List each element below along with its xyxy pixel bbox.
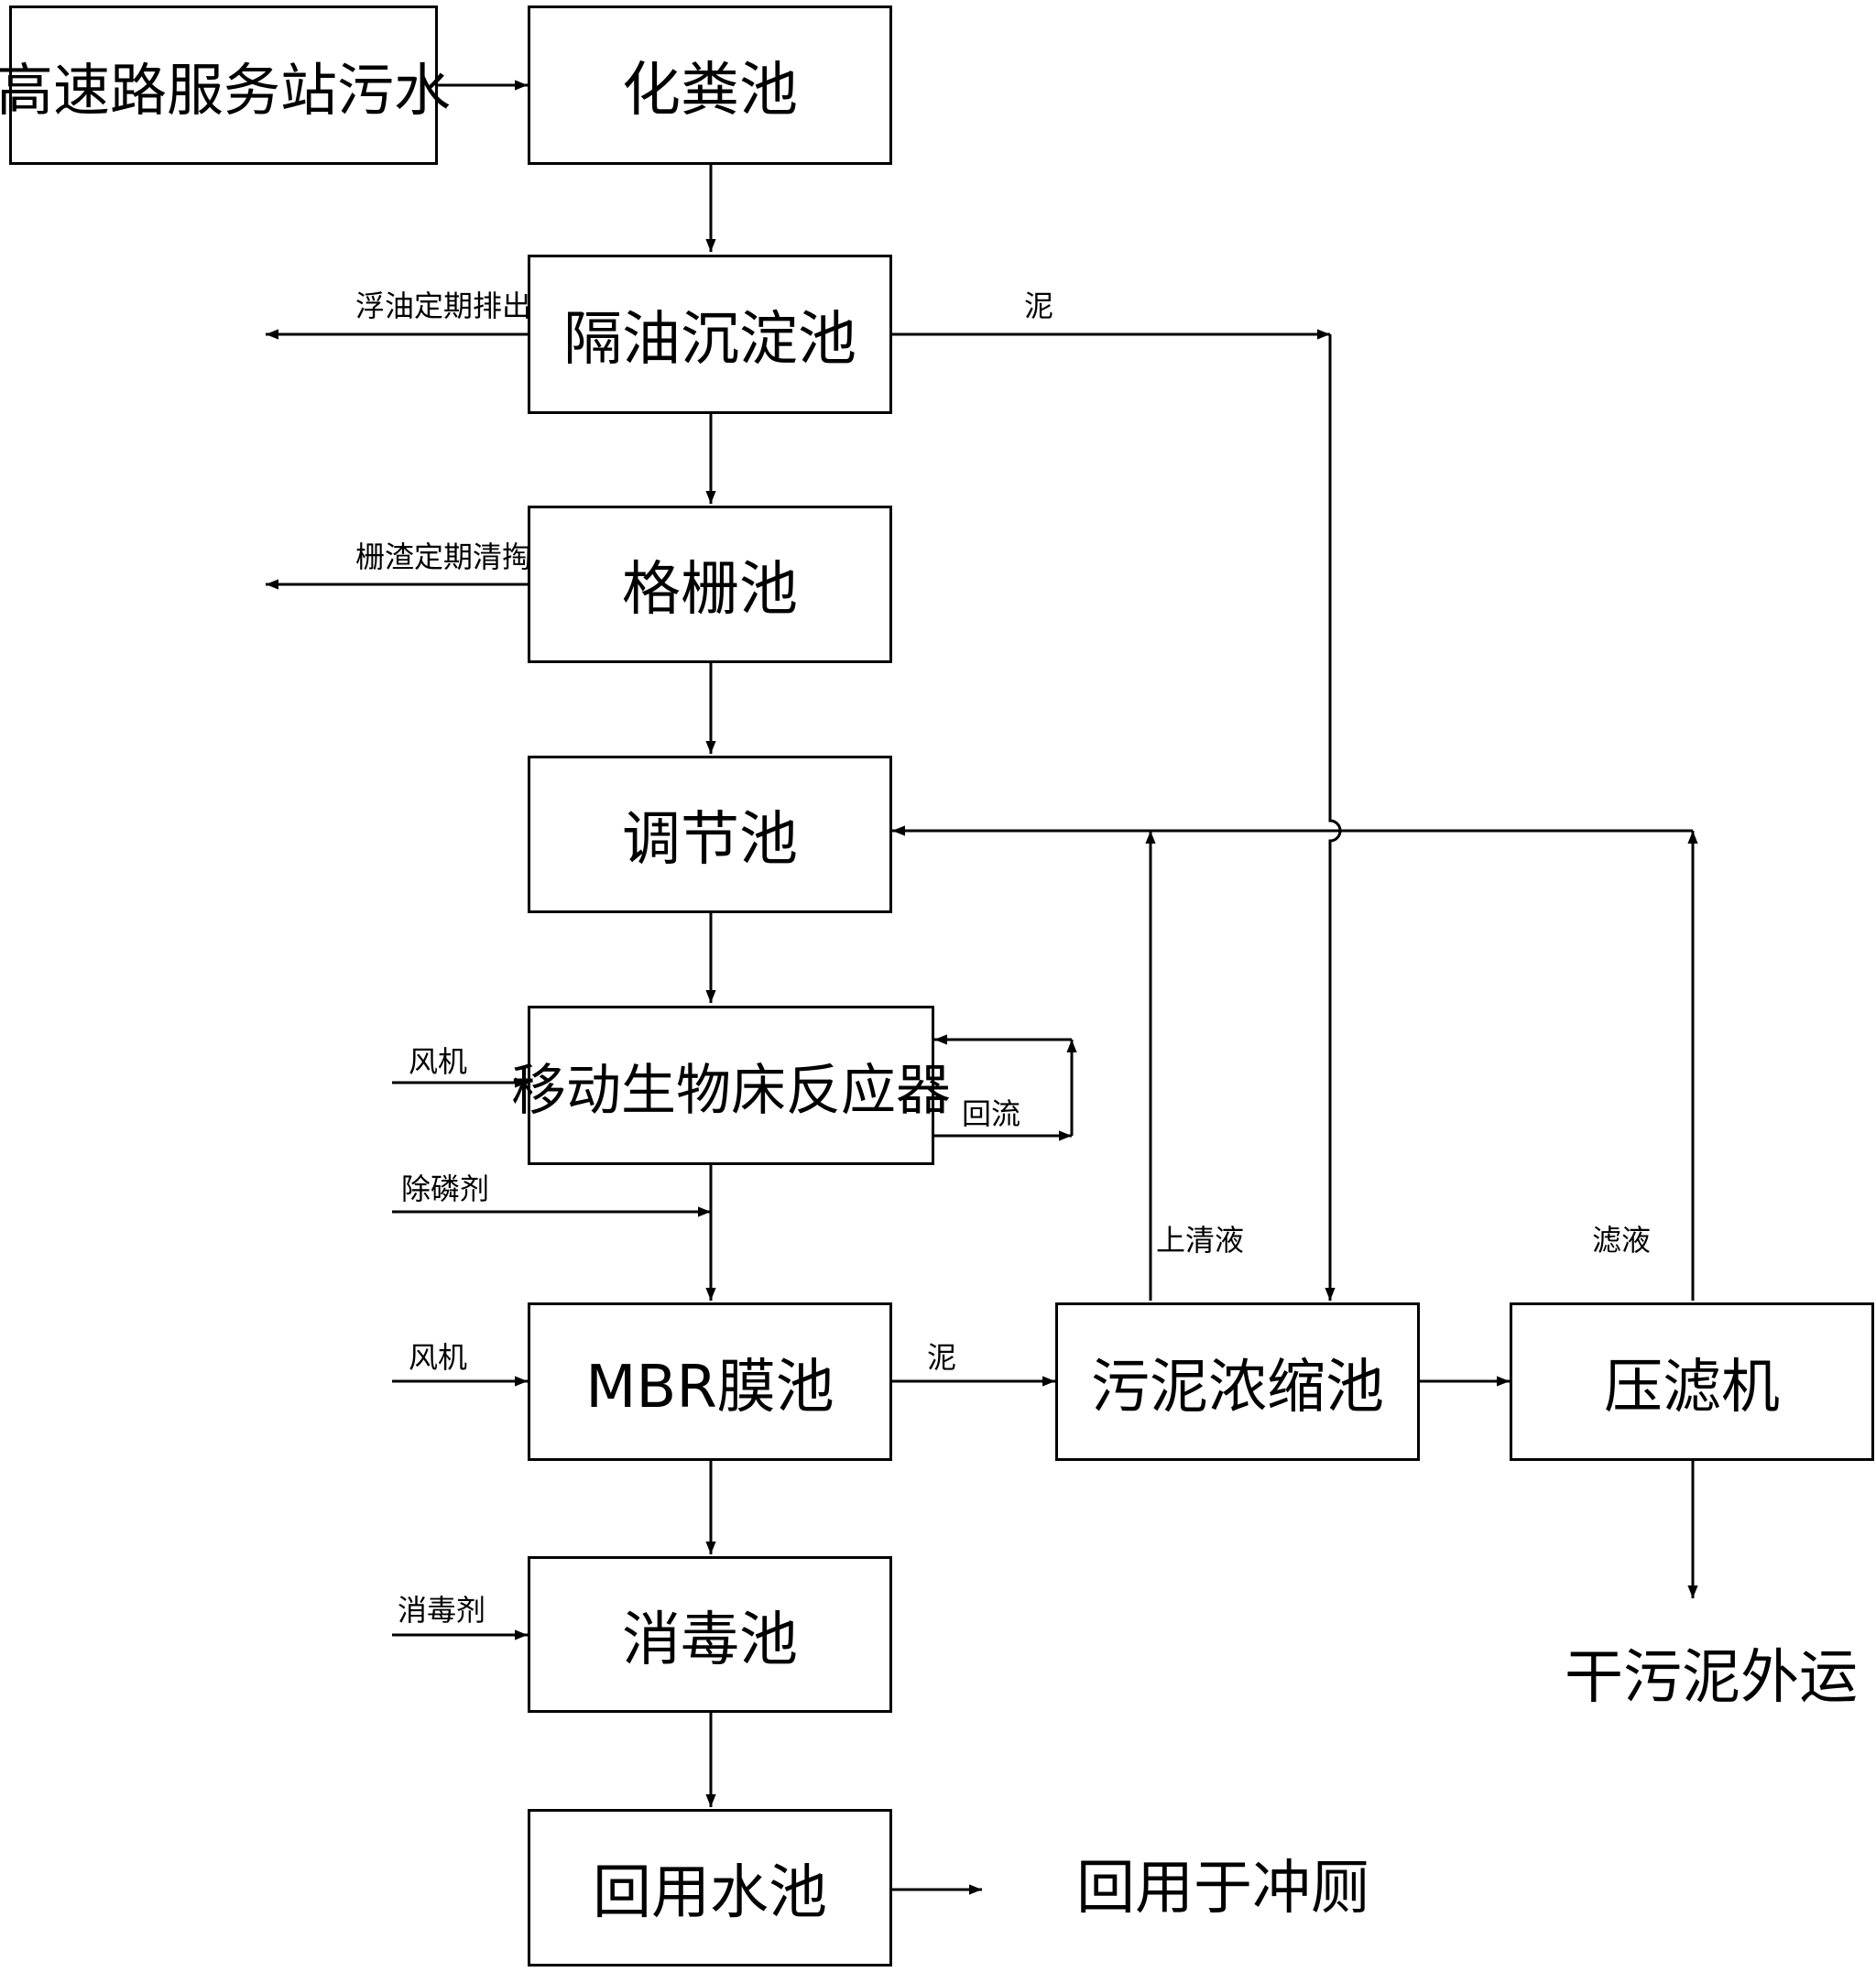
label-floating-oil: 浮油定期排出 (355, 289, 532, 323)
label-blower-1: 风机 (409, 1044, 468, 1079)
node-mbr-tank: MBR膜池 (528, 1302, 892, 1461)
node-sludge-thickener: 污泥浓缩池 (1055, 1302, 1420, 1461)
node-grille-tank: 格栅池 (528, 506, 892, 663)
node-mbbr-reactor: 移动生物床反应器 (511, 1006, 951, 1165)
label-screenings: 栅渣定期清掏 (355, 539, 532, 574)
label-disinfectant: 消毒剂 (398, 1593, 486, 1628)
node-reuse-tank: 回用水池 (528, 1809, 892, 1967)
label-sludge-top: 泥 (1024, 289, 1054, 323)
label-reflux: 回流 (962, 1096, 1021, 1131)
node-filter-press: 压滤机 (1510, 1302, 1874, 1461)
node-disinfection-tank: 消毒池 (528, 1556, 892, 1713)
sludge-line-with-crossover (1325, 334, 1342, 1301)
label-sludge-mbr: 泥 (927, 1340, 957, 1375)
label-filtrate: 滤液 (1592, 1223, 1652, 1258)
label-toilet-reuse: 回用于冲厕 (1076, 1855, 1369, 1923)
node-septic-tank: 化粪池 (528, 5, 892, 165)
node-oil-separation-tank: 隔油沉淀池 (528, 255, 892, 414)
label-dry-sludge: 干污泥外运 (1565, 1644, 1858, 1712)
label-phosphorus-agent: 除磷剂 (401, 1171, 490, 1206)
node-source: 高速路服务站污水 (0, 5, 451, 165)
label-blower-2: 风机 (409, 1340, 468, 1375)
node-regulating-tank: 调节池 (528, 756, 892, 913)
label-supernatant: 上清液 (1156, 1223, 1245, 1258)
